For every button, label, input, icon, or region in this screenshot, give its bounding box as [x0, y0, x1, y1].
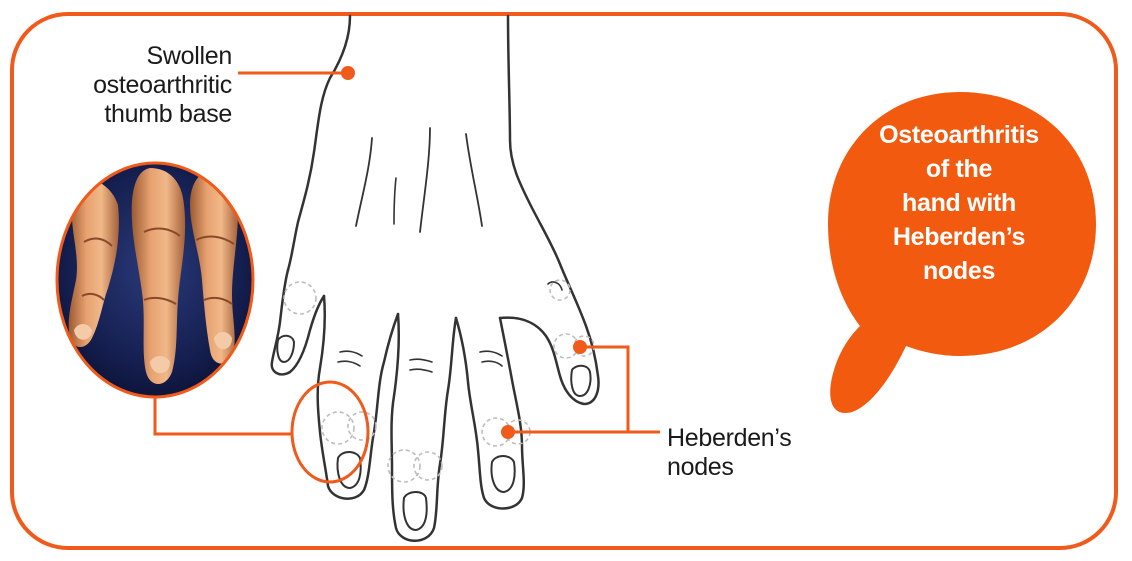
heberdens-nodes-leader [501, 340, 660, 439]
bubble-line-2: of the [838, 152, 1080, 186]
thumb-base-label: Swollen osteoarthritic thumb base [22, 42, 232, 129]
bubble-line-3: hand with [838, 186, 1080, 220]
bubble-title: Osteoarthritis of the hand with Heberden… [838, 118, 1080, 288]
thumb-base-leader [238, 66, 355, 80]
thumb-label-line-3: thumb base [22, 100, 232, 129]
thumb-label-line-2: osteoarthritic [22, 71, 232, 100]
thumb-label-line-1: Swollen [22, 42, 232, 71]
heberden-label-line-1: Heberden’s [667, 424, 847, 453]
index-node-highlight [292, 382, 368, 482]
hand-outline-illustration [272, 16, 599, 541]
photo-leader-line [155, 397, 292, 434]
heberden-label-line-2: nodes [667, 453, 847, 482]
arthritic-fingers-photo [50, 160, 260, 400]
heberdens-nodes-label: Heberden’s nodes [667, 424, 847, 482]
bubble-line-4: Heberden’s [838, 220, 1080, 254]
bubble-line-1: Osteoarthritis [838, 118, 1080, 152]
bubble-line-5: nodes [838, 254, 1080, 288]
